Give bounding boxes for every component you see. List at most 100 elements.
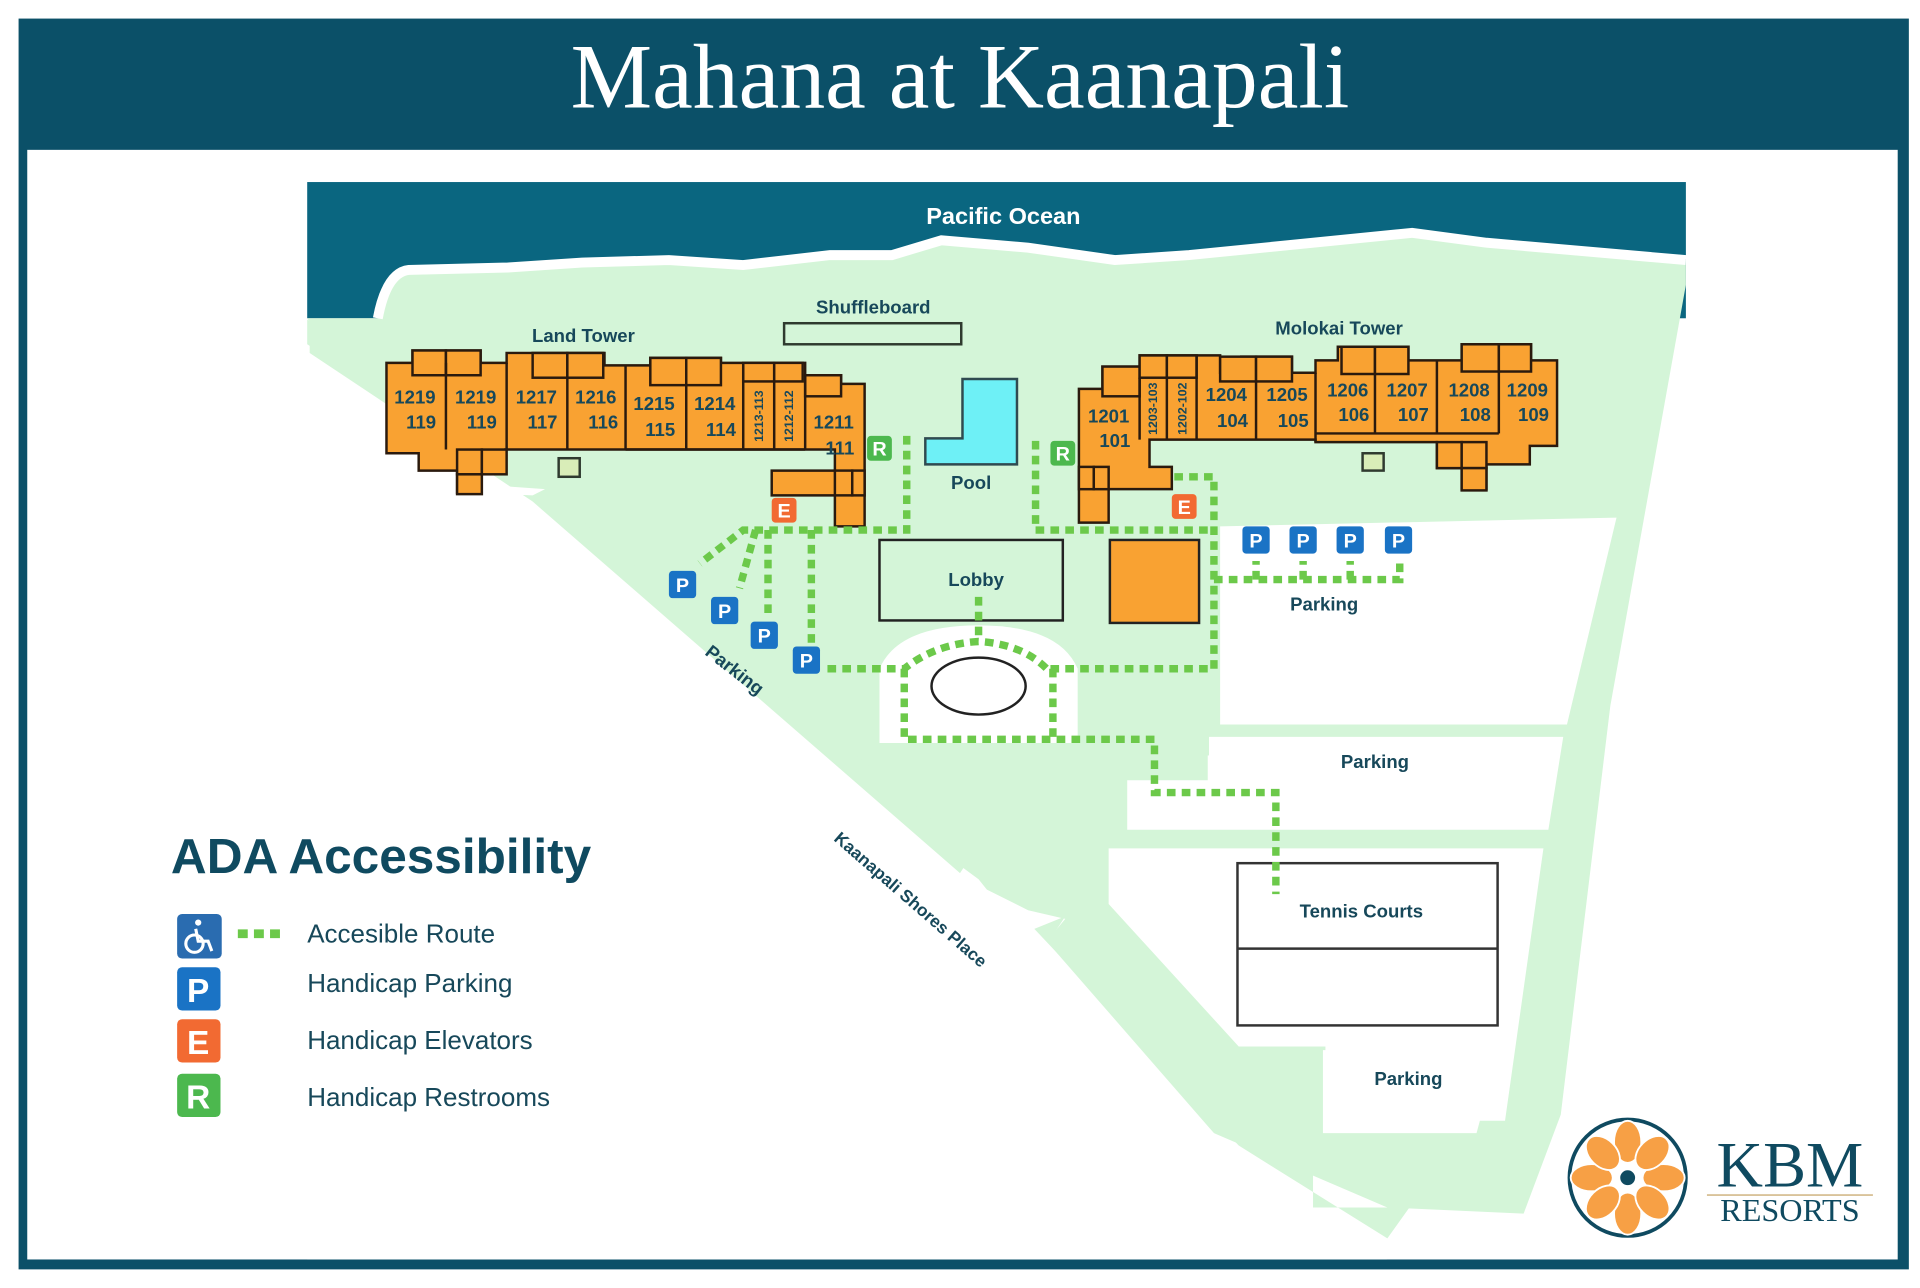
molokai-tower-label: Molokai Tower — [1275, 317, 1403, 338]
logo-sub: RESORTS — [1720, 1192, 1859, 1228]
drop-off-circle — [930, 656, 1027, 716]
pool-label: Pool — [951, 472, 991, 493]
svg-text:116: 116 — [588, 411, 618, 432]
svg-text:E: E — [187, 1025, 209, 1062]
parking-mid-label: Parking — [1341, 751, 1409, 772]
svg-text:R: R — [186, 1079, 210, 1116]
accessible-route — [697, 435, 1404, 895]
parking-south-label: Parking — [1374, 1068, 1442, 1089]
shoreline — [372, 227, 1687, 320]
svg-text:Handicap Restrooms: Handicap Restrooms — [307, 1082, 550, 1112]
svg-text:P: P — [1249, 530, 1262, 552]
svg-text:Handicap Elevators: Handicap Elevators — [307, 1025, 532, 1055]
service-building — [1108, 538, 1201, 625]
svg-text:101: 101 — [1099, 430, 1130, 451]
molokai-tower-unit-labels: 1201 101 1203-103 1202-102 1204 104 1205… — [1088, 379, 1549, 451]
utility-pad — [557, 456, 581, 479]
markers: R R E E P P P P P P P P — [668, 435, 1413, 674]
parking-icon — [177, 967, 221, 1011]
svg-text:P: P — [1392, 530, 1405, 552]
ocean-label: Pacific Ocean — [926, 203, 1080, 229]
land-tower[interactable] — [385, 349, 866, 528]
legend-title: ADA Accessibility — [171, 829, 592, 884]
svg-text:P: P — [1297, 530, 1310, 552]
land-tower-unit-labels: 1219 119 1219 119 1217 117 1216 116 1215… — [394, 387, 854, 459]
svg-text:1207: 1207 — [1387, 379, 1428, 400]
svg-text:1204: 1204 — [1206, 384, 1248, 405]
restroom-marker[interactable]: R — [1050, 440, 1076, 466]
svg-text:1206: 1206 — [1327, 379, 1368, 400]
elevator-marker[interactable]: E — [771, 497, 797, 523]
utility-pad — [1361, 452, 1385, 472]
parking-marker[interactable]: P — [668, 570, 697, 599]
mid-parking-lot — [1127, 736, 1564, 830]
restroom-marker[interactable]: R — [867, 435, 892, 461]
svg-text:E: E — [777, 501, 790, 523]
parking-marker[interactable]: P — [1242, 526, 1270, 554]
svg-text:108: 108 — [1460, 404, 1491, 425]
svg-text:Accesible Route: Accesible Route — [307, 918, 495, 948]
legend: ADA Accessibility Accesible Route P Hand… — [171, 829, 592, 1118]
svg-text:1203-103: 1203-103 — [1146, 382, 1160, 434]
legend-item-handicap-elevators: E Handicap Elevators — [177, 1019, 533, 1063]
elevator-icon — [177, 1019, 221, 1063]
parking-marker[interactable]: P — [711, 596, 739, 625]
logo-brand: KBM — [1717, 1129, 1864, 1200]
kbm-logo: KBM RESORTS — [1567, 1117, 1873, 1238]
svg-text:109: 109 — [1518, 404, 1549, 425]
parking-marker[interactable]: P — [750, 621, 778, 649]
svg-text:1217: 1217 — [516, 387, 557, 408]
lobby[interactable] — [878, 538, 1065, 622]
svg-text:104: 104 — [1217, 410, 1249, 431]
elevator-marker[interactable]: E — [1171, 494, 1197, 519]
svg-text:R: R — [1056, 444, 1070, 466]
svg-text:1213-113: 1213-113 — [752, 390, 766, 442]
svg-text:1208: 1208 — [1448, 379, 1489, 400]
parking-marker[interactable]: P — [792, 646, 821, 674]
shuffleboard-label: Shuffleboard — [816, 296, 930, 317]
east-parking-lot — [1220, 517, 1617, 725]
parking-marker[interactable]: P — [1384, 526, 1413, 554]
svg-text:119: 119 — [406, 411, 436, 432]
parking-marker[interactable]: P — [1336, 526, 1364, 554]
svg-text:1202-102: 1202-102 — [1176, 382, 1190, 434]
land-tower-label: Land Tower — [532, 325, 635, 346]
svg-text:114: 114 — [706, 419, 737, 440]
svg-text:1216: 1216 — [575, 387, 616, 408]
parking-east-label: Parking — [1290, 594, 1358, 615]
lobby-label: Lobby — [948, 569, 1004, 590]
svg-text:105: 105 — [1278, 410, 1309, 431]
svg-text:1219: 1219 — [455, 387, 496, 408]
svg-text:P: P — [800, 651, 813, 673]
shuffleboard-court[interactable] — [782, 321, 963, 346]
svg-text:1209: 1209 — [1507, 379, 1548, 400]
svg-text:P: P — [758, 626, 771, 648]
svg-text:E: E — [1178, 497, 1191, 519]
legend-item-accessible-route: Accesible Route — [177, 913, 495, 959]
south-parking-lot — [1322, 1050, 1499, 1134]
page-title: Mahana at Kaanapali — [571, 26, 1350, 128]
svg-text:P: P — [187, 973, 209, 1010]
svg-text:Handicap Parking: Handicap Parking — [307, 968, 512, 998]
svg-text:111: 111 — [825, 438, 854, 459]
pool[interactable] — [924, 377, 1019, 466]
svg-text:P: P — [1344, 530, 1357, 552]
svg-text:1205: 1205 — [1266, 384, 1307, 405]
molokai-tower[interactable] — [1077, 343, 1559, 524]
svg-text:P: P — [718, 601, 731, 623]
tennis-courts[interactable] — [1236, 861, 1499, 1027]
road-area — [307, 346, 1388, 1260]
restroom-icon — [177, 1073, 221, 1118]
svg-text:1201: 1201 — [1088, 405, 1129, 426]
svg-text:1215: 1215 — [633, 393, 674, 414]
svg-text:R: R — [872, 439, 886, 461]
svg-text:106: 106 — [1338, 404, 1369, 425]
svg-text:117: 117 — [528, 411, 558, 432]
tennis-courts-label: Tennis Courts — [1300, 901, 1423, 922]
svg-text:119: 119 — [467, 411, 497, 432]
parking-marker[interactable]: P — [1289, 526, 1317, 554]
legend-item-handicap-restrooms: R Handicap Restrooms — [177, 1073, 550, 1118]
svg-text:1214: 1214 — [694, 393, 736, 414]
svg-text:P: P — [676, 575, 689, 597]
